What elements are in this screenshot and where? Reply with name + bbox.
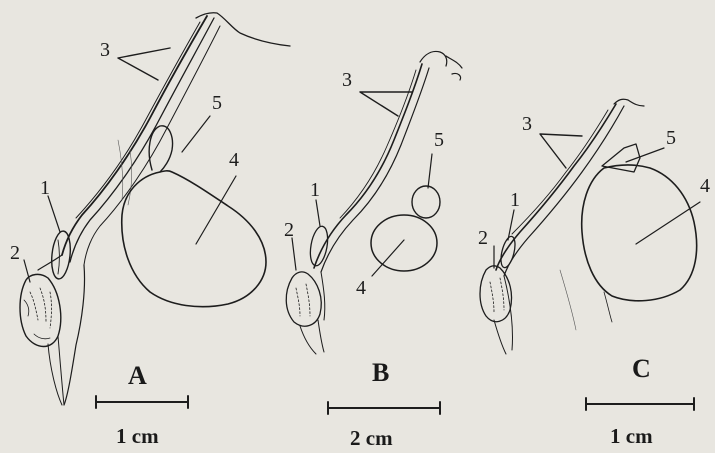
panel-b-label-3: 3 bbox=[342, 70, 352, 90]
panel-a-label-5: 5 bbox=[212, 93, 222, 113]
scale-bar-c bbox=[586, 398, 694, 410]
panel-c-label-5: 5 bbox=[666, 128, 676, 148]
panel-a-drawing bbox=[20, 13, 290, 405]
panel-c-label-1: 1 bbox=[510, 190, 520, 210]
panel-b-label-2: 2 bbox=[284, 220, 294, 240]
panel-a-label-2: 2 bbox=[10, 243, 20, 263]
panel-a-label-3: 3 bbox=[100, 40, 110, 60]
panel-a-scale-label: 1 cm bbox=[116, 426, 159, 447]
panel-c-label-4: 4 bbox=[700, 176, 710, 196]
scale-bar-b bbox=[328, 402, 440, 414]
panel-b-scale-label: 2 cm bbox=[350, 428, 393, 449]
panel-c-scale-label: 1 cm bbox=[610, 426, 653, 447]
scale-bar-a bbox=[96, 396, 188, 408]
panel-b-label-5: 5 bbox=[434, 130, 444, 150]
panel-c-label-2: 2 bbox=[478, 228, 488, 248]
panel-c-label-3: 3 bbox=[522, 114, 532, 134]
panel-a-label-4: 4 bbox=[229, 150, 239, 170]
panel-b-letter: B bbox=[372, 360, 389, 386]
panel-a-letter: A bbox=[128, 363, 147, 389]
scale-bars bbox=[96, 396, 694, 414]
panel-b-label-4: 4 bbox=[356, 278, 366, 298]
panel-c-letter: C bbox=[632, 356, 651, 382]
panel-b-label-1: 1 bbox=[310, 180, 320, 200]
panel-b-drawing bbox=[286, 51, 462, 354]
panel-a-label-1: 1 bbox=[40, 178, 50, 198]
